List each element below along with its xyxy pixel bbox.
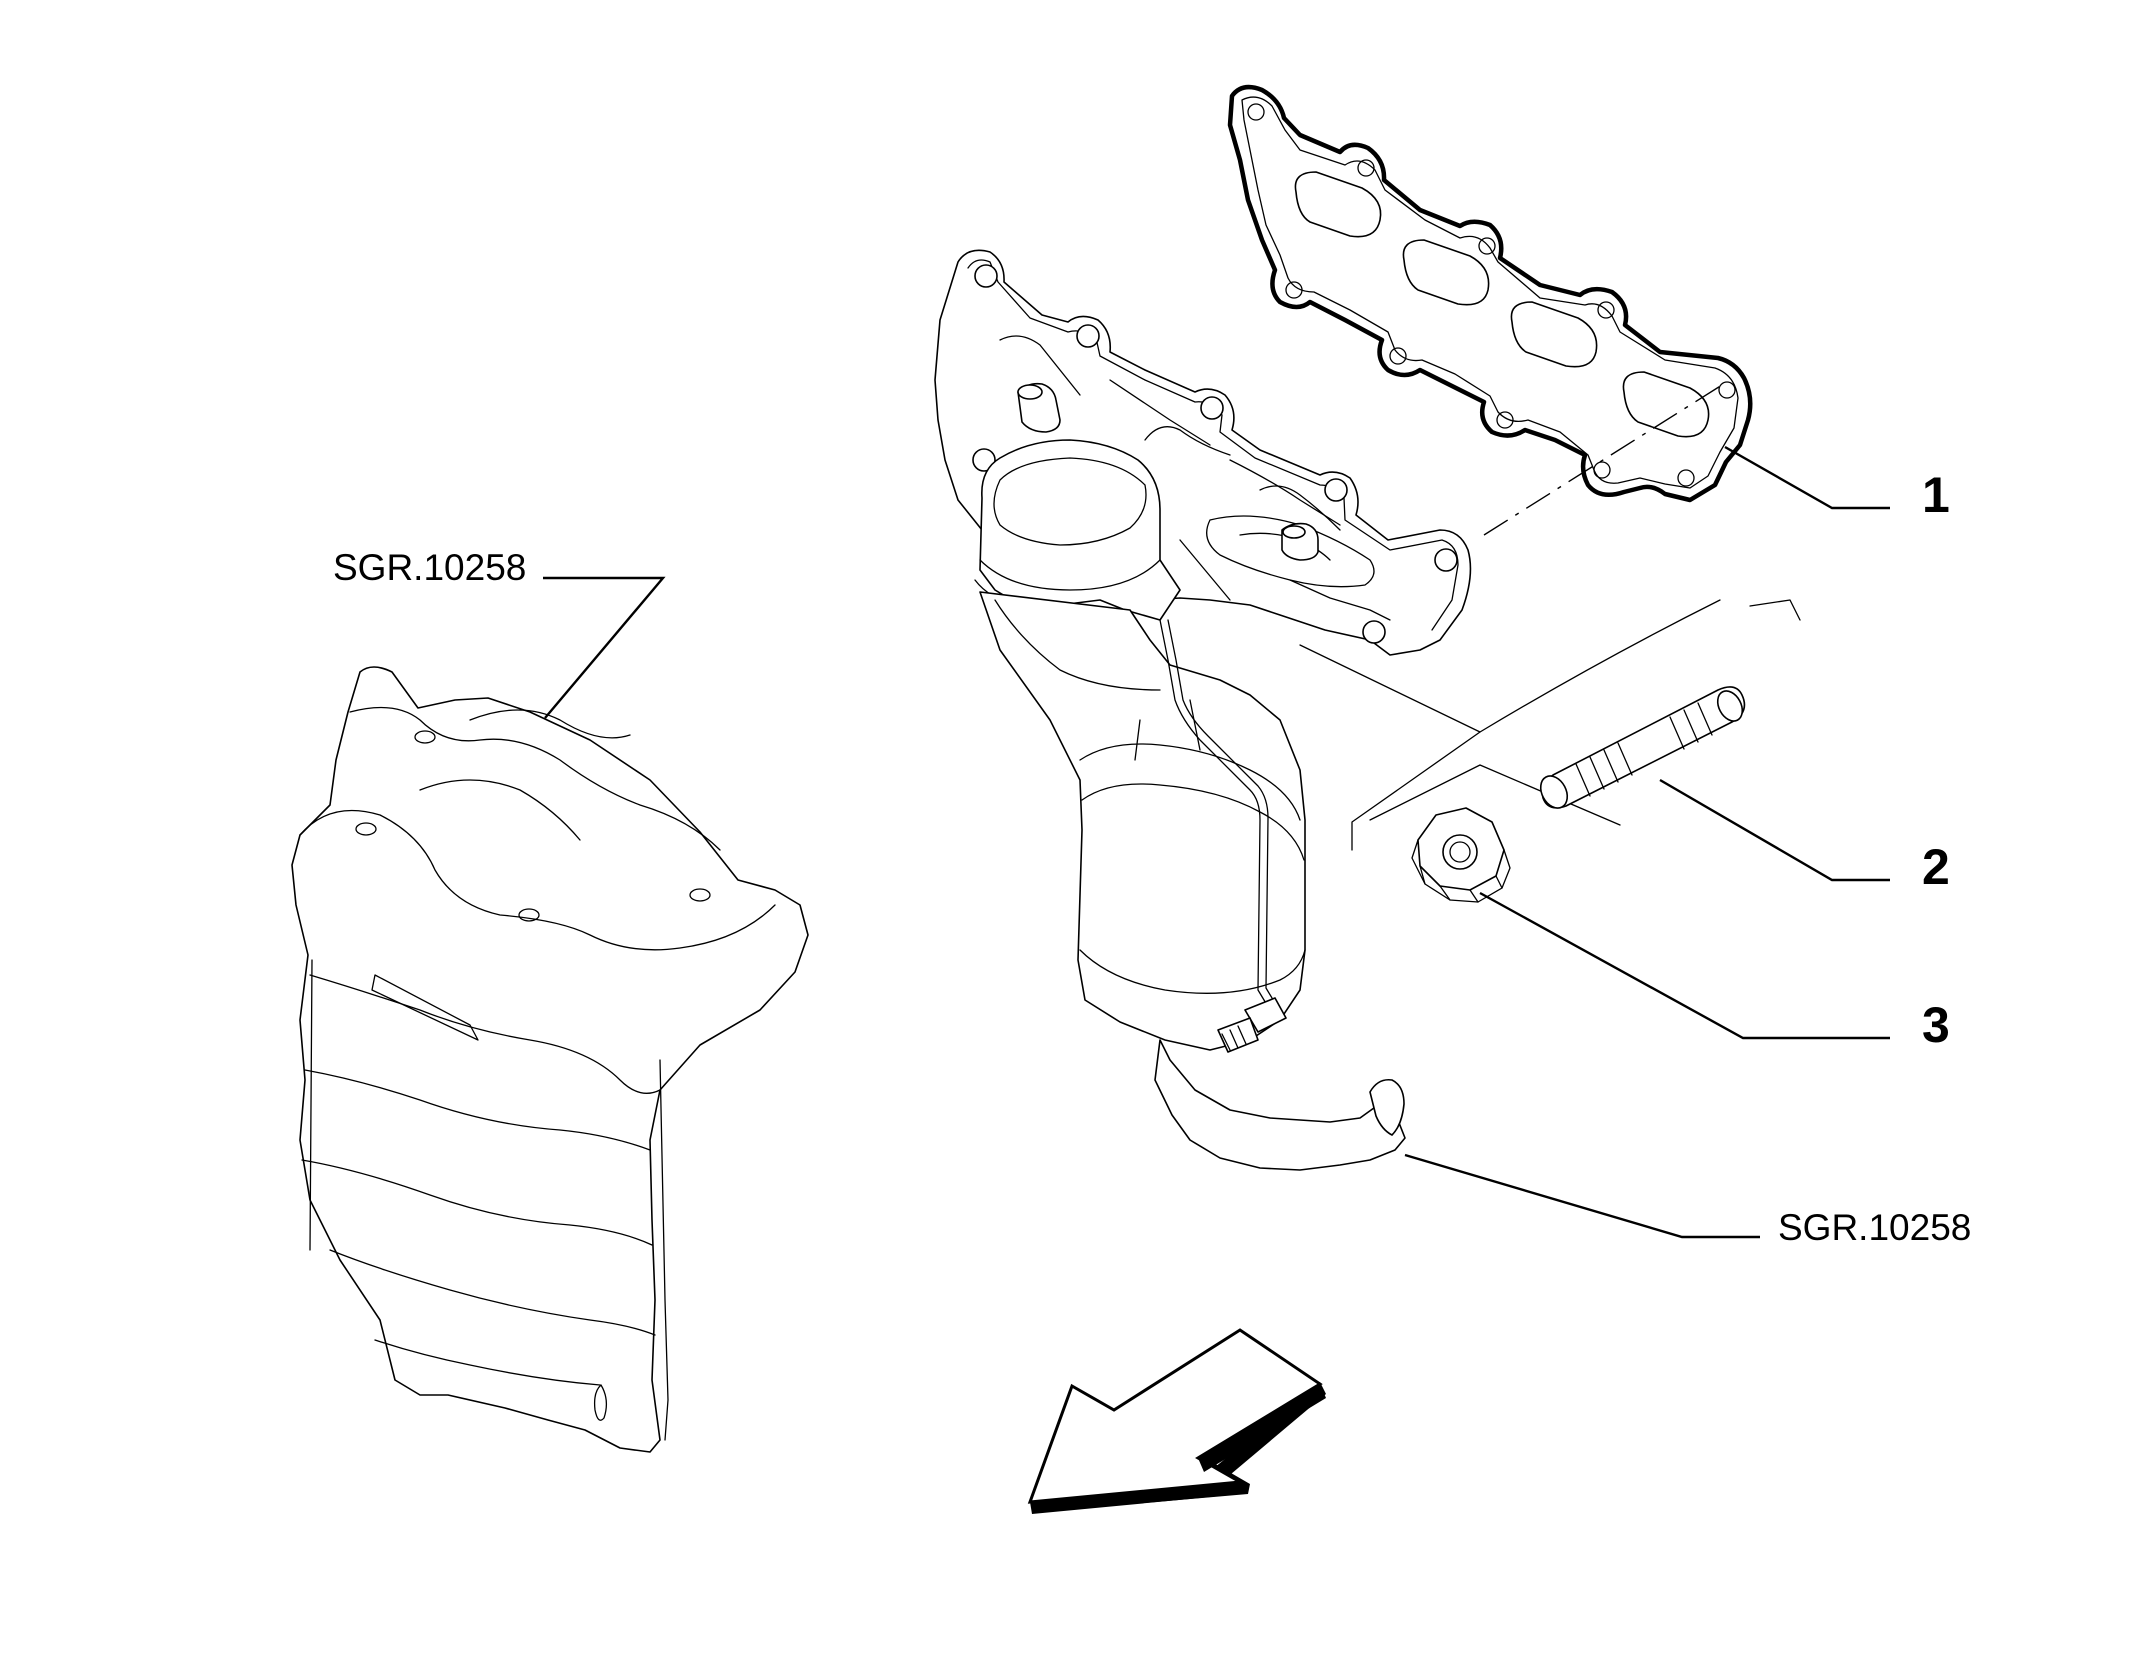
exhaust-manifold-catalytic-converter [934,249,1801,1171]
stud-bolt [1539,686,1746,809]
part-label-1: 1 [1922,467,1950,523]
part-label-2: 2 [1922,839,1950,895]
ref-label-manifold: SGR.10258 [1778,1207,1971,1248]
ref-label-heat-shield: SGR.10258 [333,547,526,588]
heat-shield [291,666,809,1453]
manifold-gasket [1227,84,1753,503]
assembly-centerline [1483,384,1723,536]
part-label-3: 3 [1922,997,1950,1053]
hex-nut [1411,807,1511,903]
arrow-down-left-icon [1027,1328,1326,1514]
leader-lines [543,445,1890,1239]
